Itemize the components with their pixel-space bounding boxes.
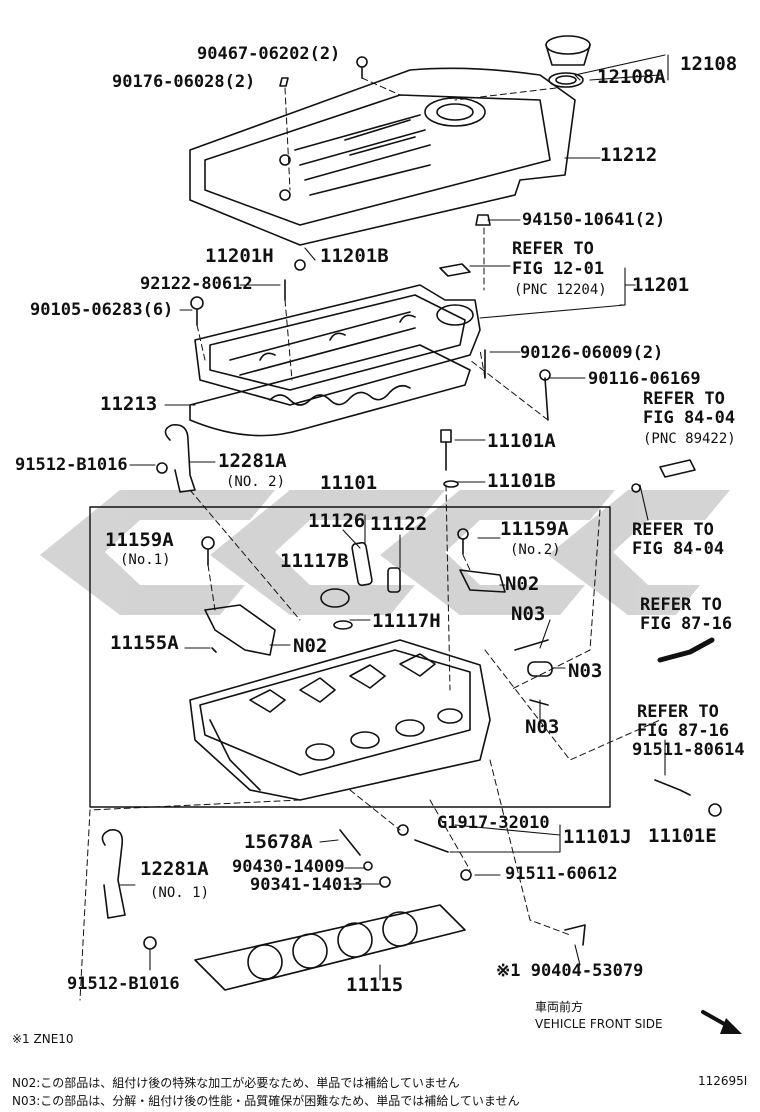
refer-fig-12-01-line1: REFER TO [512,239,594,259]
label-n02-b: N02 [293,635,328,657]
figure-id: 112695I [698,1074,748,1088]
label-12281A-no1: 12281A [140,858,209,880]
valve-cover-11201 [194,284,481,406]
refer-fig-87-16-a-line2: FIG 87-16 [640,614,733,634]
oil-filler-cap-12108 [545,35,591,88]
refer-fig-87-16-a-line1: REFER TO [640,595,722,615]
label-11117B: 11117B [280,550,349,572]
label-90404-53079: ※1 90404-53079 [496,961,644,981]
valve-cover-gasket-11213 [189,344,471,437]
label-n03-a: N03 [511,603,546,625]
label-n02-a: N02 [505,573,540,595]
label-n03-c: N03 [525,716,560,738]
label-G1917-32010: G1917-32010 [437,813,550,833]
vehicle-front-en: VEHICLE FRONT SIDE [535,1017,663,1031]
label-11201H: 11201H [205,245,274,267]
label-12108A: 12108A [597,66,666,88]
label-90176-06028: 90176-06028(2) [112,72,256,92]
label-11126: 11126 [308,510,366,532]
label-no1-hanger: (NO. 1) [150,885,210,901]
label-no2-bolt: (No.2) [510,542,561,558]
label-11101: 11101 [320,472,378,494]
projection-lines [79,77,661,1001]
label-11159A-no1: 11159A [105,529,174,551]
label-12281A-no2: 12281A [218,450,287,472]
refer-fig-12-01-line2: FIG 12-01 [512,259,605,279]
refer-fig-84-04-a-line1: REFER TO [643,389,725,409]
label-11101A: 11101A [487,430,556,452]
head-gasket-11115 [194,904,466,991]
label-91512-B1016-top: 91512-B1016 [15,455,128,475]
cylinder-head-11101 [189,639,491,801]
label-90105-06283: 90105-06283(6) [30,300,174,320]
label-11101B: 11101B [487,470,556,492]
footnote-zne10: ※1 ZNE10 [12,1032,74,1046]
vehicle-front-jp: 車両前方 [535,1000,584,1014]
refer-fig-87-16-b-line1: REFER TO [637,702,719,722]
label-90467-06202: 90467-06202(2) [197,44,341,64]
label-11115: 11115 [346,974,404,996]
label-90430-14009: 90430-14009 [232,857,345,877]
label-11101J: 11101J [563,826,632,848]
refer-fig-84-04-b-line1: REFER TO [632,520,714,540]
label-no2-hanger: (NO. 2) [226,474,286,490]
refer-fig-12-01-line3: (PNC 12204) [514,282,607,298]
refer-fig-84-04-a-line2: FIG 84-04 [643,408,736,428]
label-11201: 11201 [632,274,690,296]
label-91511-60612: 91511-60612 [505,864,618,884]
label-no1-bolt: (No.1) [120,552,171,568]
label-11213: 11213 [100,393,158,415]
label-11201B: 11201B [320,245,389,267]
label-12108: 12108 [680,53,738,75]
subassembly-frame [89,506,611,808]
engine-hanger-12281A [101,423,196,919]
label-15678A: 15678A [244,831,313,853]
label-90116-06169: 90116-06169 [588,369,701,389]
label-90341-14013: 90341-14013 [250,875,363,895]
label-11212: 11212 [600,144,658,166]
note-n03: N03:この部品は、分解・組付け後の性能・品質確保が困難なため、単品では補給して… [12,1094,520,1108]
label-91512-B1016-bottom: 91512-B1016 [67,974,180,994]
engine-cover-11212 [189,67,576,246]
label-11122: 11122 [370,513,428,535]
refer-fig-87-16-b-line2: FIG 87-16 [637,721,730,741]
camshaft-bearing-cap-n02 [204,569,506,656]
label-n03-b: N03 [568,660,603,682]
refer-fig-84-04-a-line3: (PNC 89422) [643,431,736,447]
label-11155A: 11155A [110,632,179,654]
note-n02: N02:この部品は、組付け後の特殊な加工が必要なため、単品では補給していません [12,1076,460,1090]
label-94150-10641: 94150-10641(2) [522,210,666,230]
refer-fig-84-04-b-line2: FIG 84-04 [632,539,725,559]
label-90126-06009: 90126-06009(2) [520,343,664,363]
label-91511-80614: 91511-80614 [632,740,745,760]
label-11159A-no2: 11159A [500,518,569,540]
label-11117H: 11117H [372,610,441,632]
fasteners [143,56,722,950]
label-11101E: 11101E [648,825,717,847]
label-92122-80612: 92122-80612 [140,274,253,294]
